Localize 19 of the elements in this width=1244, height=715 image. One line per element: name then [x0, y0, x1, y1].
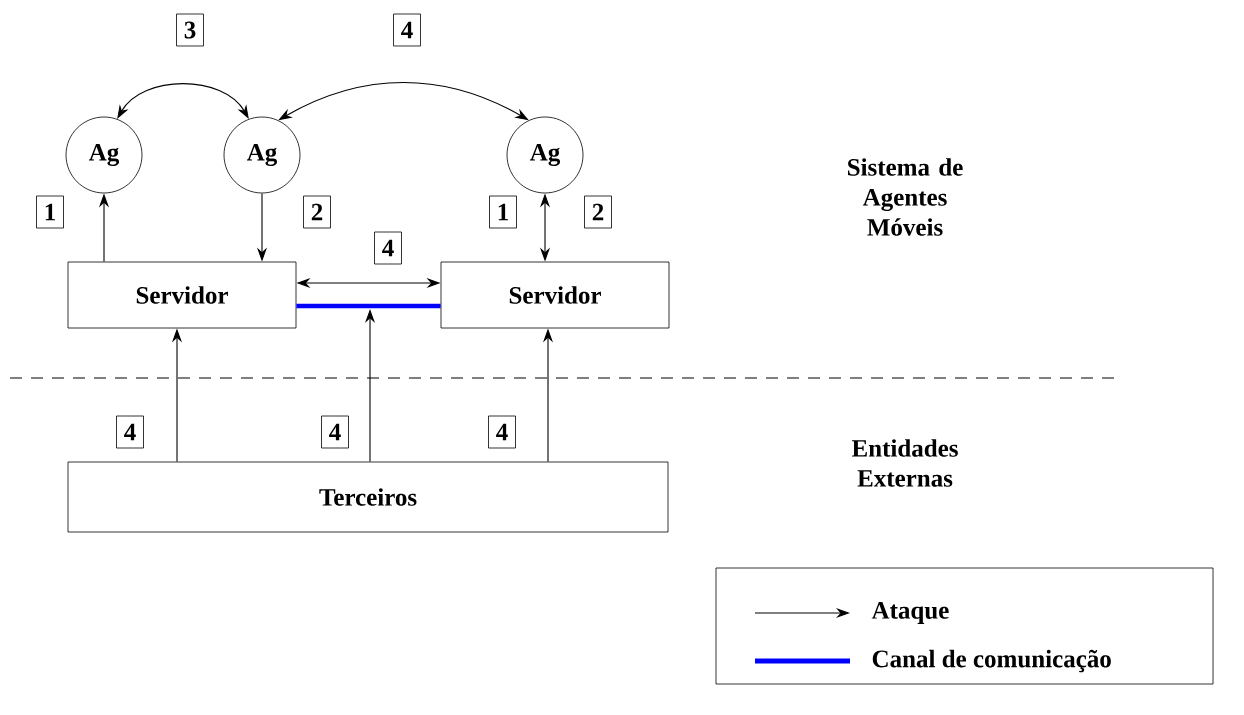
callout-number: 4: [116, 415, 144, 449]
callout-number: 4: [321, 415, 349, 449]
region-label: Sistema de Agentes Móveis: [848, 158, 963, 236]
server-box: Servidor: [67, 261, 297, 329]
callout-number: 2: [303, 195, 331, 229]
legend-label: Canal de comunicação: [872, 649, 1111, 673]
callout-number: 4: [374, 231, 402, 265]
callout-number: 1: [36, 195, 64, 229]
callout-number: 4: [393, 13, 421, 47]
region-label: Entidades Externas: [851, 439, 958, 487]
channel-line: [296, 303, 441, 309]
legend-label: Ataque: [871, 602, 949, 624]
server-box: Servidor: [440, 261, 670, 329]
third-party-box: Terceiros: [67, 461, 669, 533]
arrow: [117, 83, 249, 119]
callout-number: 1: [489, 195, 517, 229]
callout-number: 2: [584, 195, 612, 229]
callout-number: 4: [488, 415, 516, 449]
callout-number: 3: [176, 13, 204, 47]
